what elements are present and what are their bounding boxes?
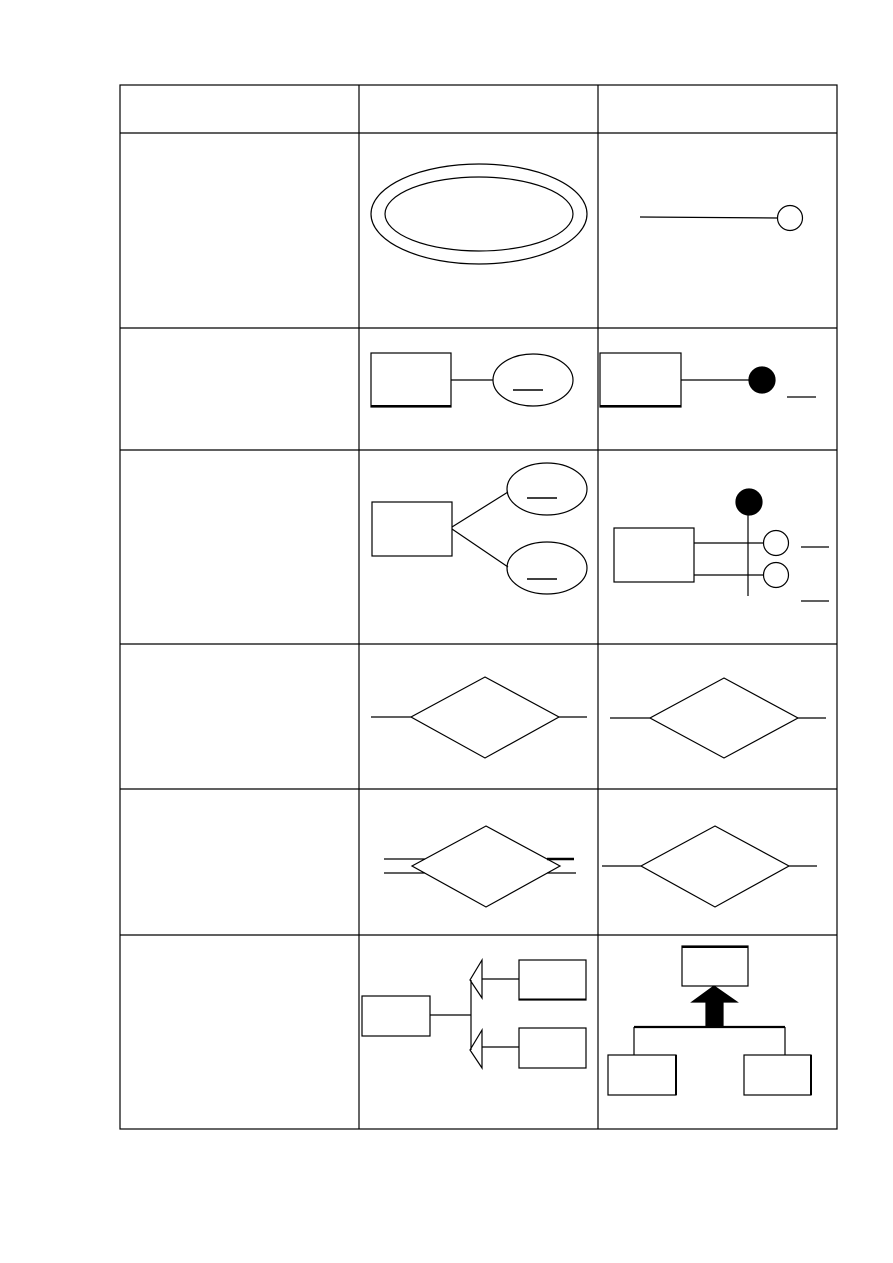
row-identifying-relationship — [384, 825, 817, 908]
entity-underlined-attribute-icon — [370, 352, 574, 408]
arrow-up-hierarchy-icon — [607, 945, 812, 1096]
row-relationship — [371, 676, 826, 759]
row-composite-key — [371, 462, 829, 602]
diamond-relationship-icon — [371, 676, 587, 759]
entity-composite-identifier-icon — [613, 488, 829, 602]
entity-filled-circle-icon — [599, 352, 816, 408]
entity-two-key-attributes-icon — [371, 462, 588, 595]
line-hollow-circle-icon — [639, 204, 804, 232]
diamond-relationship-icon — [602, 825, 817, 908]
row-key-attribute — [370, 352, 816, 408]
table-grid — [119, 84, 838, 1130]
row-multivalued-attribute — [370, 163, 804, 265]
double-line-diamond-icon — [384, 825, 576, 908]
double-ellipse-icon — [370, 163, 588, 265]
fork-triangle-hierarchy-icon — [361, 957, 587, 1070]
diamond-relationship-icon — [610, 677, 826, 759]
row-generalization — [361, 945, 812, 1096]
